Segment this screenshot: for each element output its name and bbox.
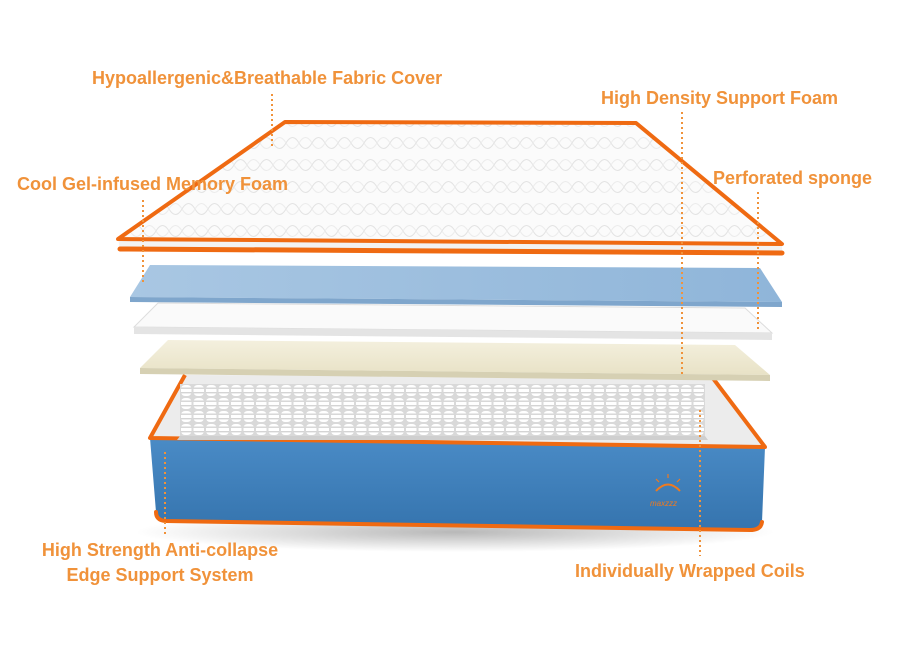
label-support-foam: High Density Support Foam	[601, 88, 839, 108]
label-gel-foam: Cool Gel-infused Memory Foam	[17, 174, 289, 194]
gel-foam-layer	[130, 265, 782, 307]
fabric-cover-layer	[116, 120, 785, 256]
base-unit	[148, 374, 767, 533]
brand-logo: maxzzz	[650, 474, 681, 508]
pocket-coils	[180, 384, 705, 436]
sun-rays-icon	[655, 474, 681, 483]
support-foam-layer	[140, 340, 770, 381]
perforated-sponge-side	[134, 327, 772, 340]
label-edge-support: High Strength Anti-collapse Edge Support…	[28, 538, 292, 588]
base-piping-top	[148, 374, 767, 449]
perforated-sponge-layer	[132, 302, 774, 340]
base-side-panel	[150, 438, 765, 530]
cover-piping-bottom	[117, 246, 785, 256]
label-fabric-cover: Hypoallergenic&Breathable Fabric Cover	[92, 68, 443, 88]
cover-piping-top	[116, 120, 784, 246]
logo-text: maxzzz	[650, 499, 677, 508]
leader-lines	[142, 94, 759, 556]
label-perforated-sponge: Perforated sponge	[713, 168, 873, 188]
gel-foam-top	[130, 265, 782, 302]
sun-icon	[655, 483, 681, 492]
support-foam-side	[140, 368, 770, 381]
support-foam-top	[140, 340, 770, 375]
label-coils: Individually Wrapped Coils	[575, 561, 805, 581]
label-edge-support-line2: Edge Support System	[66, 565, 254, 585]
coil-edge-shade	[177, 436, 708, 440]
cover-top-surface	[118, 122, 782, 244]
label-edge-support-line1: High Strength Anti-collapse	[41, 540, 279, 560]
base-piping-bottom	[154, 510, 764, 533]
gel-foam-side	[130, 297, 782, 307]
